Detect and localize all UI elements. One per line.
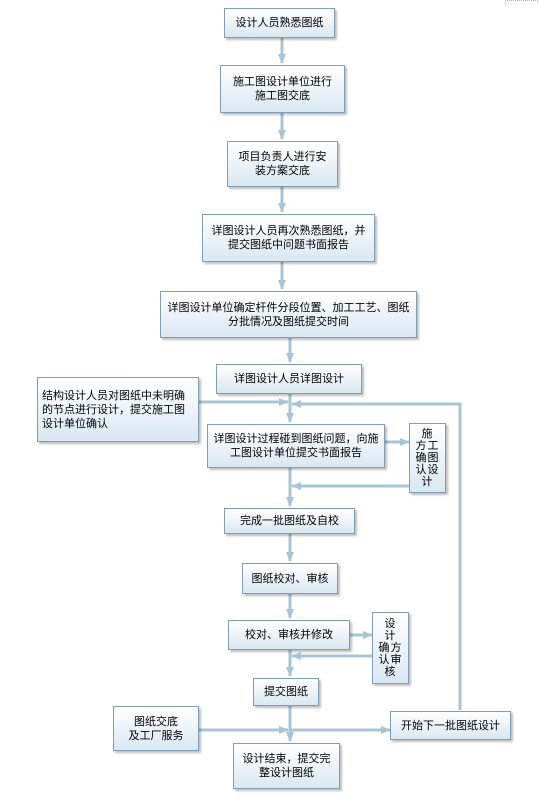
- page-corner-mark: [505, 0, 539, 5]
- node-familiarize-drawings: 设计人员熟悉图纸: [224, 8, 335, 38]
- arrow-loop-back: [291, 400, 462, 710]
- node-design-issue-report: 详图设计过程碰到图纸问题，向施 工图设计单位提交书面报告: [207, 424, 385, 468]
- node-label: 提交图纸: [264, 685, 308, 698]
- node-label: 校对、审核并修改: [245, 628, 333, 641]
- node-construction-designer-confirm: 施 方工 确图 认设 计: [409, 423, 446, 493]
- node-detail-design: 详图设计人员详图设计: [216, 364, 362, 394]
- node-segment-planning: 详图设计单位确定杆件分段位置、加工工艺、图纸 分批情况及图纸提交时间: [160, 291, 417, 338]
- node-label: 设计结束，提交完 整设计图纸: [242, 752, 331, 779]
- node-submit-drawings: 提交图纸: [253, 678, 319, 706]
- node-label: 详图设计单位确定杆件分段位置、加工工艺、图纸 分批情况及图纸提交时间: [167, 300, 410, 328]
- node-designer-review-confirm: 设 计 确方 认审 核: [372, 612, 409, 684]
- node-label: 详图设计过程碰到图纸问题，向施 工图设计单位提交书面报告: [213, 432, 379, 459]
- node-label: 设计人员熟悉图纸: [235, 16, 324, 29]
- node-label: 项目负责人进行安 装方案交底: [238, 150, 327, 177]
- node-factory-service: 图纸交底 及工厂服务: [113, 706, 199, 751]
- node-label: 设 计 确方 认审 核: [378, 617, 403, 678]
- node-label: 完成一批图纸及自校: [240, 514, 339, 527]
- node-drawing-handover: 施工图设计单位进行 施工图交底: [220, 65, 345, 113]
- node-label: 图纸交底 及工厂服务: [128, 714, 184, 742]
- node-batch-complete: 完成一批图纸及自校: [224, 508, 355, 534]
- node-label: 详图设计人员详图设计: [234, 372, 344, 385]
- node-label: 结构设计人员对图纸中未明确 的节点进行设计，提交施工图 设计单位确认: [42, 388, 185, 430]
- node-next-batch: 开始下一批图纸设计: [390, 711, 511, 740]
- node-problem-report: 详图设计人员再次熟悉图纸，并 提交图纸中问题书面报告: [202, 214, 375, 262]
- node-label: 施 方工 确图 认设 计: [415, 427, 440, 488]
- node-check-review: 图纸校对、审核: [242, 563, 338, 594]
- node-design-finish: 设计结束，提交完 整设计图纸: [233, 743, 340, 789]
- node-install-plan-handover: 项目负责人进行安 装方案交底: [227, 141, 338, 187]
- node-label: 图纸校对、审核: [251, 571, 329, 585]
- node-label: 详图设计人员再次熟悉图纸，并 提交图纸中问题书面报告: [211, 224, 366, 251]
- node-check-review-modify: 校对、审核并修改: [228, 620, 350, 650]
- node-label: 施工图设计单位进行 施工图交底: [233, 75, 332, 102]
- node-structural-design: 结构设计人员对图纸中未明确 的节点进行设计，提交施工图 设计单位确认: [37, 377, 199, 442]
- node-label: 开始下一批图纸设计: [401, 718, 500, 732]
